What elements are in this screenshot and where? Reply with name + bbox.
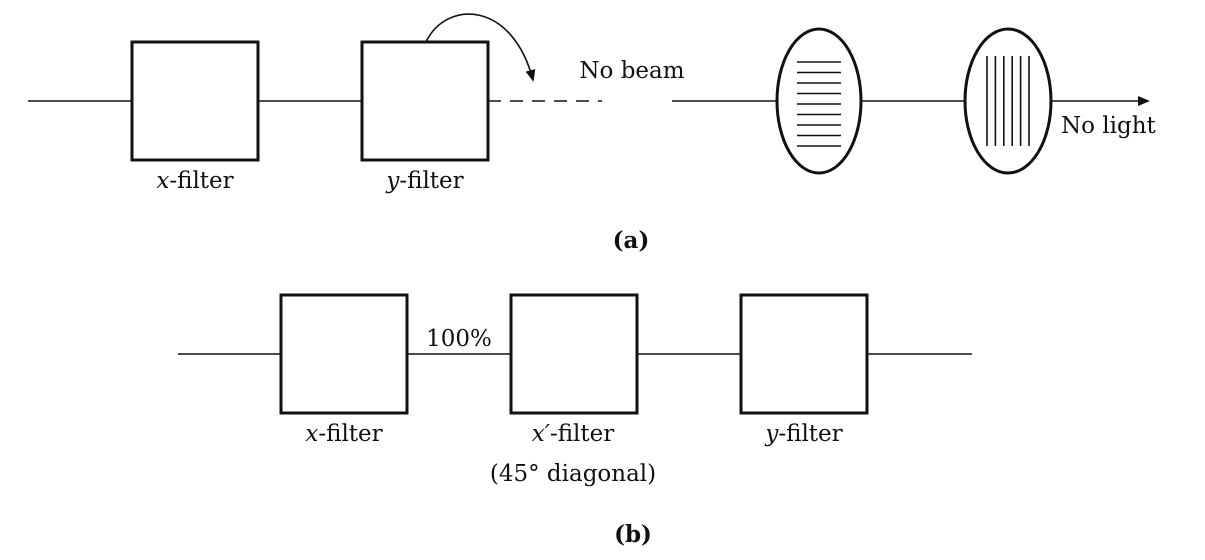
y-filter-box-a	[360, 40, 490, 162]
y-filter-box-b	[739, 293, 869, 415]
x-filter-label-a: x-filter	[156, 168, 233, 194]
curved-arrow	[425, 13, 536, 82]
x-filter-label-b: x-filter	[305, 421, 382, 447]
caption-a: (a)	[613, 227, 650, 254]
x-filter-box-a	[130, 40, 260, 162]
vertical-polarizer	[963, 27, 1053, 175]
y-filter-label-a: y-filter	[385, 168, 463, 194]
vertical-lines-icon	[986, 56, 1030, 146]
horizontal-polarizer	[775, 27, 863, 175]
no-light-label: No light	[1061, 113, 1157, 139]
no-beam-label: No beam	[579, 58, 684, 84]
x-filter-box-b	[279, 293, 409, 415]
diagonal-note: (45° diagonal)	[490, 461, 656, 487]
x-prime-filter-box	[509, 293, 639, 415]
caption-b: (b)	[614, 521, 652, 548]
y-filter-label-b: y-filter	[764, 421, 842, 447]
panel-b: 100% x-filter x′-filter (45° diagonal) y…	[178, 293, 972, 548]
percent-label: 100%	[426, 326, 492, 352]
horizontal-lines-icon	[797, 61, 841, 147]
x-prime-filter-label: x′-filter	[532, 421, 615, 447]
panel-a: x-filter y-filter No beam No light (a)	[28, 13, 1157, 254]
